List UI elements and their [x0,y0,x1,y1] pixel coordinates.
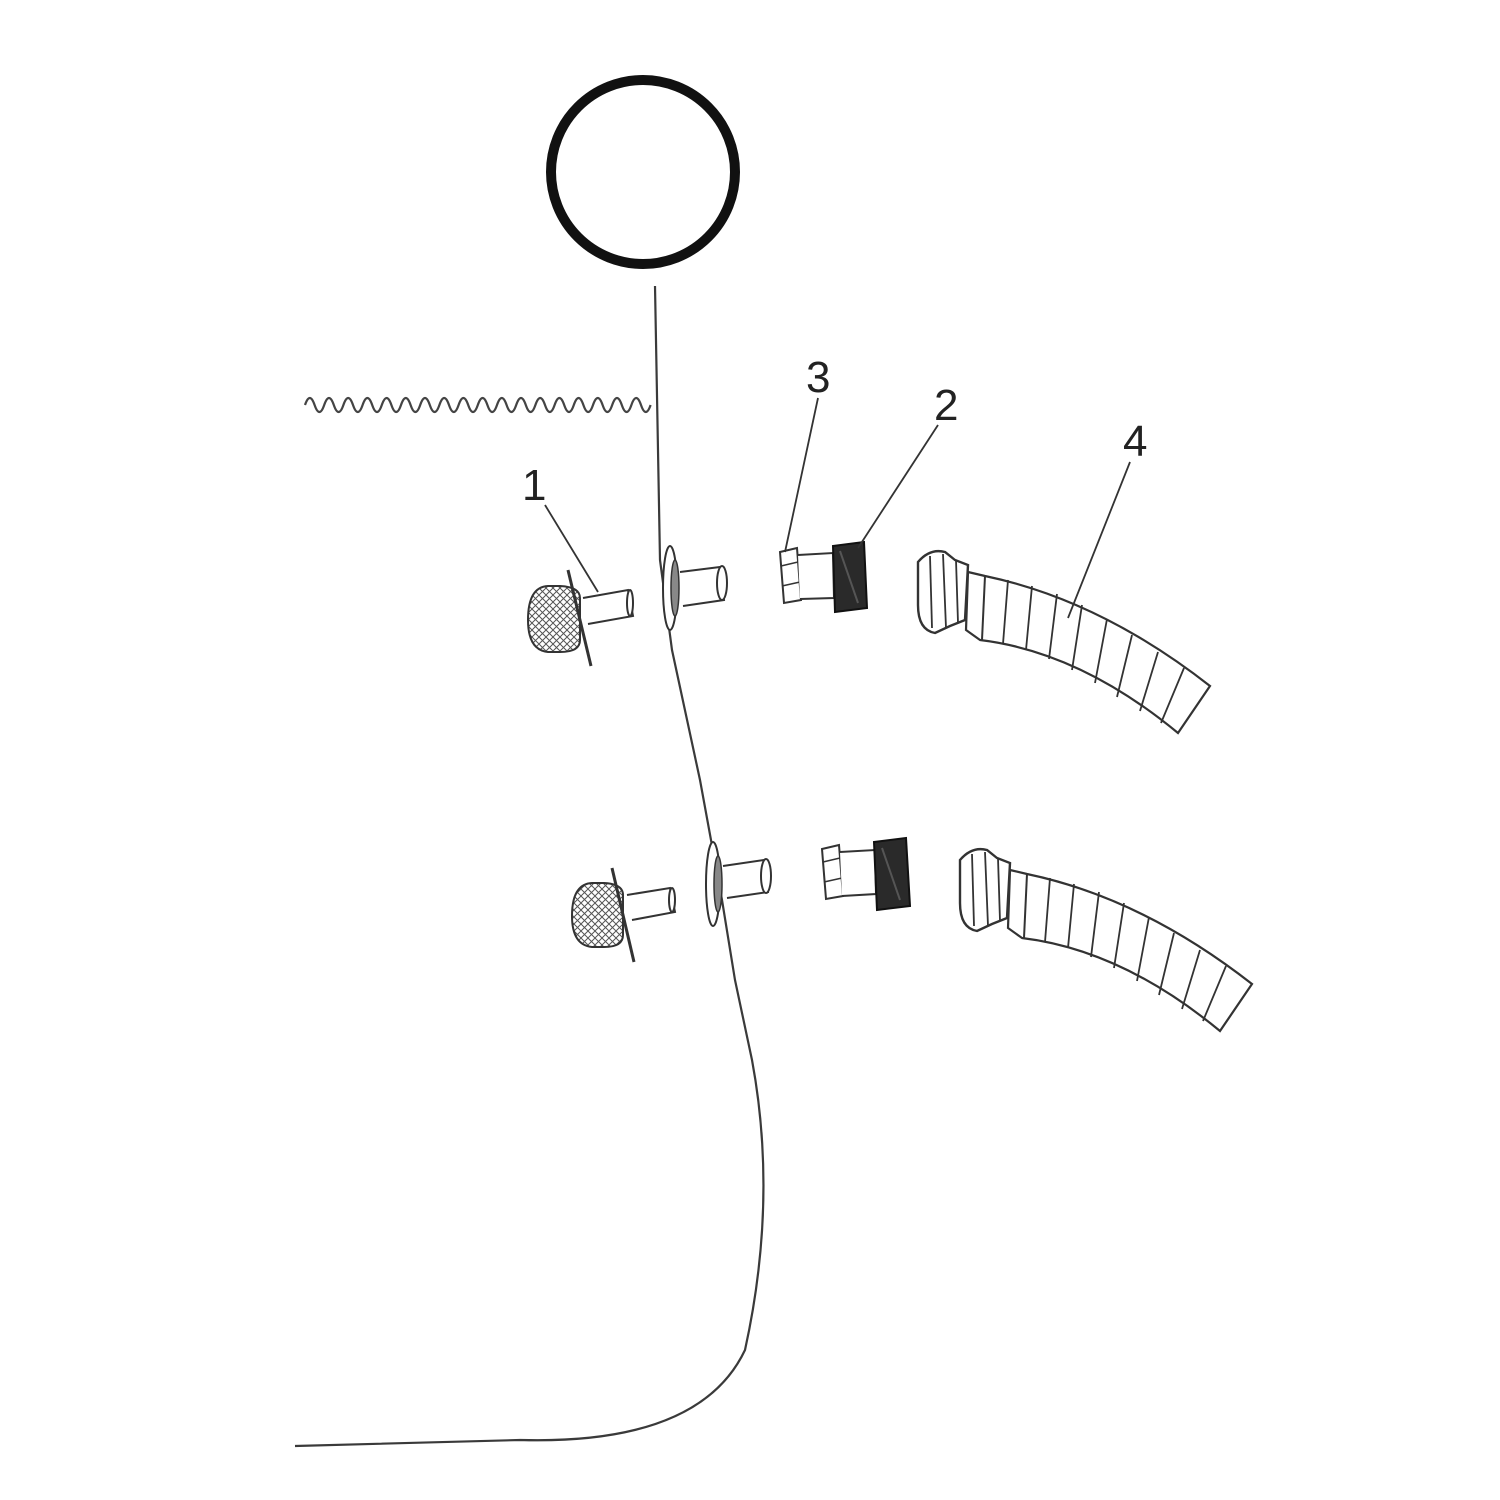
wall-fitting-bottom [705,841,772,927]
callout-label-3: 3 [806,353,830,402]
callout-2: 2 [857,381,958,549]
callout-3: 3 [784,353,830,553]
coupling-top [831,540,869,614]
callout-label-2: 2 [934,381,958,430]
hose-top [916,549,1212,735]
callout-1: 1 [522,461,599,593]
pool-wall [294,285,765,1448]
nut-bottom [820,843,878,901]
water-surface [303,396,652,414]
pool-ring [546,75,740,269]
hose-bottom [958,847,1254,1033]
nut-top [778,546,836,605]
strainer-bottom [570,867,677,963]
bottom-assembly [570,836,1254,1033]
coupling-bottom [872,836,912,912]
top-assembly [526,540,1212,735]
callout-label-4: 4 [1123,417,1147,466]
strainer-top [526,569,635,667]
callout-label-1: 1 [522,461,546,510]
wall-fitting-top [662,545,728,631]
callout-4: 4 [1067,417,1147,619]
